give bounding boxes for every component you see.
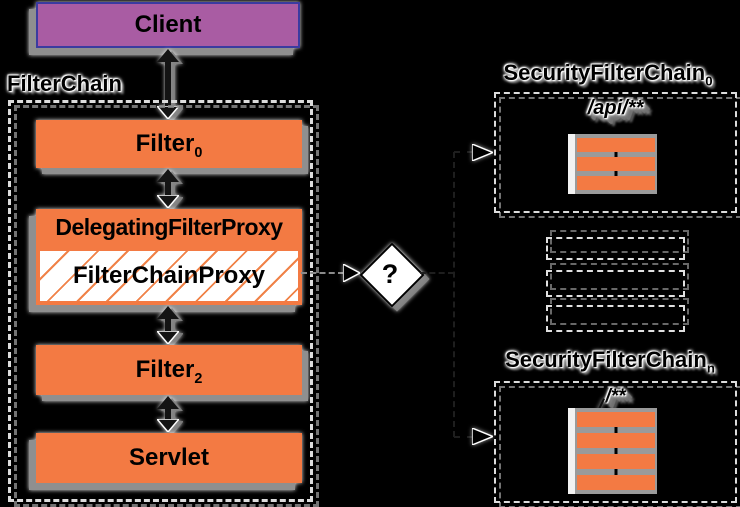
arrowhead-down-icon xyxy=(157,195,179,208)
delegating-filter-proxy-box: DelegatingFilterProxy FilterChainProxy xyxy=(36,209,302,305)
arrow-shaft xyxy=(165,319,171,331)
connector-diamond-out xyxy=(420,272,454,274)
filterchain-label: FilterChain xyxy=(7,71,122,96)
arrow-shaft xyxy=(165,62,171,106)
arrowhead-up-icon xyxy=(157,49,179,62)
filter-chain-proxy-label: FilterChainProxy xyxy=(72,262,266,289)
double-arrow-dfp-filter2 xyxy=(157,306,179,344)
double-arrow-filter0-dfp xyxy=(157,169,179,208)
filterchain-container xyxy=(8,100,313,502)
arrowhead-down-icon xyxy=(157,106,179,119)
security-filter-chain-n-box: /** xyxy=(494,381,737,503)
collapsed-chain-placeholder xyxy=(546,305,685,332)
question-mark-label: ? xyxy=(381,259,399,289)
arrowhead-up-icon xyxy=(157,396,179,409)
filter-bar xyxy=(577,412,655,427)
arrowhead-right-icon xyxy=(472,428,493,445)
filter2-box: Filter2 xyxy=(36,345,302,395)
collapsed-chain-placeholder xyxy=(546,270,685,297)
connector-branch-vertical xyxy=(453,152,455,437)
connector-to-chain-n xyxy=(454,436,473,438)
arrowhead-right-icon xyxy=(472,144,493,161)
arrow-shaft xyxy=(165,409,171,419)
chain0-filter-stack xyxy=(568,134,657,194)
filter-bar xyxy=(577,475,655,490)
chain-n-filter-stack xyxy=(568,408,657,494)
servlet-label: Servlet xyxy=(128,444,210,471)
filter-bar xyxy=(577,433,655,448)
collapsed-chains-group xyxy=(546,237,685,332)
filter-bar xyxy=(577,176,655,190)
filter0-label: Filter0 xyxy=(135,130,203,161)
filter-bar xyxy=(577,157,655,171)
connector-fcp-to-diamond xyxy=(301,272,344,274)
arrowhead-up-icon xyxy=(157,169,179,182)
security-filter-chain0-title: SecurityFilterChain0 xyxy=(503,60,713,89)
arrow-shaft xyxy=(165,182,171,195)
connector-to-chain0 xyxy=(454,151,473,153)
arrowhead-down-icon xyxy=(157,419,179,432)
filter-chain-proxy-box: FilterChainProxy xyxy=(40,251,298,301)
servlet-box: Servlet xyxy=(36,433,302,483)
client-box: Client xyxy=(36,2,300,48)
chain0-url-pattern: /api/** xyxy=(587,97,644,119)
collapsed-chain-placeholder xyxy=(546,237,685,260)
double-arrow-client-filter0 xyxy=(157,49,179,119)
client-label: Client xyxy=(134,11,202,38)
chain-n-url-pattern: /** xyxy=(605,386,626,407)
decision-diamond: ? xyxy=(359,242,425,308)
double-arrow-filter2-servlet xyxy=(157,396,179,432)
filter0-box: Filter0 xyxy=(36,120,302,168)
arrowhead-right-icon xyxy=(343,264,360,282)
filter-bar xyxy=(577,454,655,469)
arrowhead-down-icon xyxy=(157,331,179,344)
delegating-filter-proxy-label: DelegatingFilterProxy xyxy=(55,214,283,240)
arrowhead-up-icon xyxy=(157,306,179,319)
filter2-label: Filter2 xyxy=(135,356,203,387)
filter-bar xyxy=(577,138,655,152)
security-filter-chain0-box: /api/** xyxy=(494,92,737,213)
security-filter-chain-n-title: SecurityFilterChainn xyxy=(505,347,715,376)
